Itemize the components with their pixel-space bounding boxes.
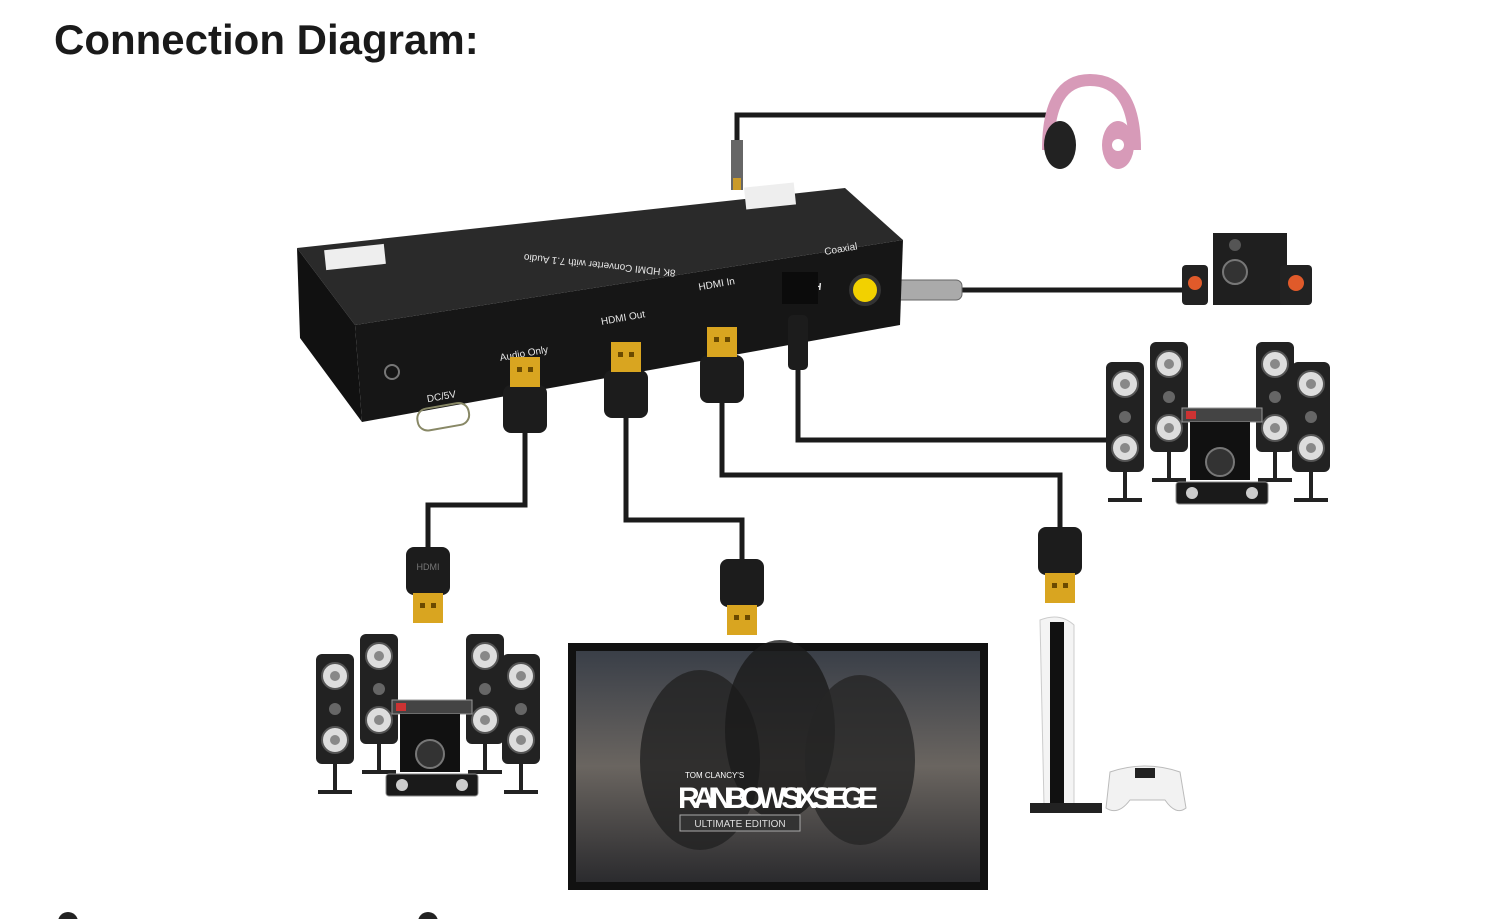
screw-icon bbox=[384, 364, 400, 380]
hdmi-converter-device: 8K HDMI Converter with 7.1 Audio HDMI DC… bbox=[297, 182, 903, 432]
controller-icon bbox=[1105, 765, 1187, 812]
game-edition: ULTIMATE EDITION bbox=[694, 819, 785, 830]
hdmi-out-cable bbox=[623, 415, 745, 560]
computer-speakers-icon bbox=[1182, 233, 1312, 305]
audio-only-cable bbox=[425, 430, 528, 548]
port-label-dc5v: DC/5V bbox=[426, 389, 457, 405]
optical-plug bbox=[788, 315, 808, 370]
tv-hdmi-plug bbox=[720, 559, 764, 635]
bullet-icon bbox=[58, 912, 78, 919]
coaxial-port bbox=[849, 274, 881, 306]
audio-jack-plug bbox=[731, 140, 743, 190]
game-console-icon bbox=[1030, 616, 1187, 813]
game-brand: TOM CLANCY'S bbox=[685, 771, 744, 780]
bullet-icon bbox=[418, 912, 438, 919]
usb-c-port bbox=[416, 401, 471, 432]
optical-cable bbox=[795, 365, 1108, 443]
optical-port bbox=[782, 272, 818, 304]
spec-sticker bbox=[324, 243, 386, 271]
home-theater-speakers-hdmi bbox=[316, 634, 540, 796]
hdmi-in-cable bbox=[719, 395, 1063, 530]
cable-label: HDMI bbox=[417, 562, 440, 572]
receiver-hdmi-plug bbox=[406, 547, 450, 623]
audio-jack-tip bbox=[733, 178, 741, 190]
page-title: Connection Diagram: bbox=[54, 16, 479, 63]
spec-sticker bbox=[743, 182, 797, 210]
headphone-cable bbox=[734, 112, 1048, 190]
headphone-icon bbox=[1042, 73, 1141, 169]
ps5-hdmi-plug bbox=[1038, 527, 1082, 603]
game-title: RAINBOW SIX SIEGE bbox=[678, 782, 878, 815]
home-theater-speakers-optical bbox=[1106, 342, 1330, 504]
tv-display: TOM CLANCY'S RAINBOW SIX SIEGE ULTIMATE … bbox=[568, 640, 988, 890]
